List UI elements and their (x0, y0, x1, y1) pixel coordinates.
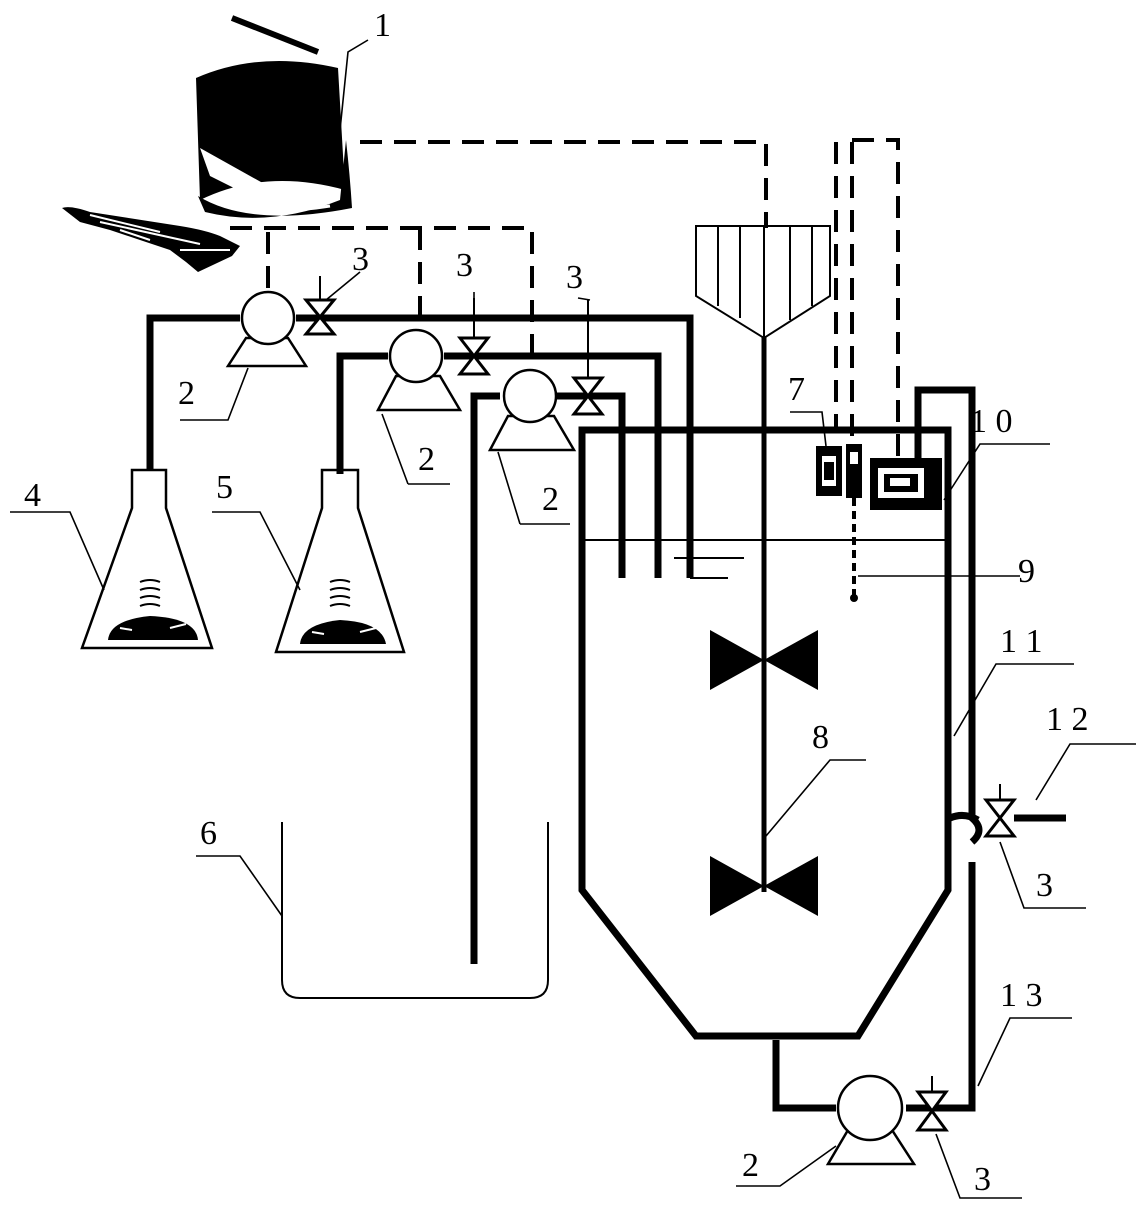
flask-5 (274, 468, 406, 654)
label-11: 1 1 (1000, 623, 1043, 660)
stirrer-motor (695, 225, 831, 340)
pump-feed-5 (375, 328, 463, 412)
probe-9 (846, 444, 862, 602)
label-5: 5 (216, 469, 233, 506)
label-12: 1 2 (1046, 701, 1089, 738)
valve-feed-5 (456, 298, 492, 376)
label-3d: 3 (1036, 867, 1053, 904)
label-2d: 2 (742, 1147, 759, 1184)
leader-lines (10, 39, 1136, 1199)
label-2b: 2 (418, 441, 435, 478)
impeller-lower (710, 856, 818, 916)
sensor-7 (816, 446, 842, 496)
stirrer (695, 225, 831, 916)
tank-6 (281, 822, 549, 999)
label-3a: 3 (352, 241, 369, 278)
pump-circulation (825, 1074, 917, 1166)
label-3c: 3 (566, 259, 583, 296)
valve-circulation (915, 1076, 949, 1132)
computer (62, 15, 352, 272)
label-2a: 2 (178, 375, 195, 412)
callout-labels: 1 3 3 3 2 2 2 4 5 6 7 8 9 1 0 1 1 1 2 3 … (24, 7, 1089, 1198)
label-13: 1 3 (1000, 977, 1043, 1014)
label-7: 7 (788, 371, 805, 408)
valve-recycle (570, 300, 606, 416)
valve-outlet (982, 784, 1018, 838)
pump-recycle (487, 368, 577, 452)
flask-4 (80, 468, 214, 650)
label-2c: 2 (542, 481, 559, 518)
label-10: 1 0 (970, 403, 1013, 440)
label-4: 4 (24, 477, 41, 514)
label-3e: 3 (974, 1161, 991, 1198)
impeller-upper (710, 630, 818, 690)
label-6: 6 (200, 815, 217, 852)
computer-base (198, 140, 352, 218)
computer-keyboard (62, 207, 240, 272)
label-8: 8 (812, 719, 829, 756)
feed-pipes (139, 314, 744, 964)
valve-feed-4 (302, 276, 338, 336)
controller-10 (870, 458, 942, 510)
label-9: 9 (1018, 553, 1035, 590)
label-1: 1 (374, 7, 391, 44)
pump-feed-4 (225, 290, 309, 368)
label-3b: 3 (456, 247, 473, 284)
computer-monitor (196, 60, 345, 201)
